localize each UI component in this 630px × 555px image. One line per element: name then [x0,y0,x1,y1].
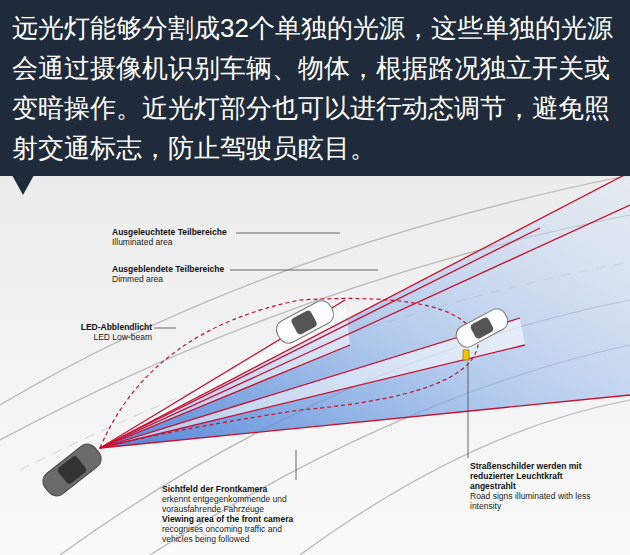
high-beam-area [100,172,630,448]
callout-text: LED Low-beam [70,332,152,342]
label-group: Ausgeleuchtete TeilbereicheIlluminated a… [112,227,232,247]
callout-heading: Ausgeleuchtete Teilbereiche [112,227,232,237]
callout-heading: LED-Abblendlicht [70,322,152,332]
callout-text: Dimmed area [112,274,228,284]
heading-text: 远光灯能够分割成32个单独的光源，这些单独的光源会通过摄像机识别车辆、物体，根据… [12,8,622,168]
callout-text: Road signs illuminated with less intensi… [470,491,610,511]
callout-heading: Straßenschilder werden mit reduzierter L… [470,461,610,491]
leading-car [453,306,511,351]
label-group: Straßenschilder werden mit reduzierter L… [470,461,610,511]
callout-heading: Sichtfeld der Frontkamera [162,484,302,494]
label-group: Sichtfeld der Frontkameraerkennt entgege… [162,484,302,544]
label-group: Ausgeblendete TeilbereicheDimmed area [112,264,228,284]
banner-pointer [0,175,40,197]
oncoming-car [273,297,337,346]
segment-lines [100,172,630,448]
callout-text: Illuminated area [112,237,232,247]
callout-text: recognises oncoming traffic and vehicles… [162,524,302,544]
callout-heading: Viewing area of the front camera [162,514,302,524]
ego-car [39,440,105,500]
callout-text: erkennt entgegenkommende und vorausfahre… [162,494,302,514]
road-sign [463,350,469,360]
callout-heading: Ausgeblendete Teilbereiche [112,264,228,274]
label-group: LED-AbblendlichtLED Low-beam [70,322,152,342]
